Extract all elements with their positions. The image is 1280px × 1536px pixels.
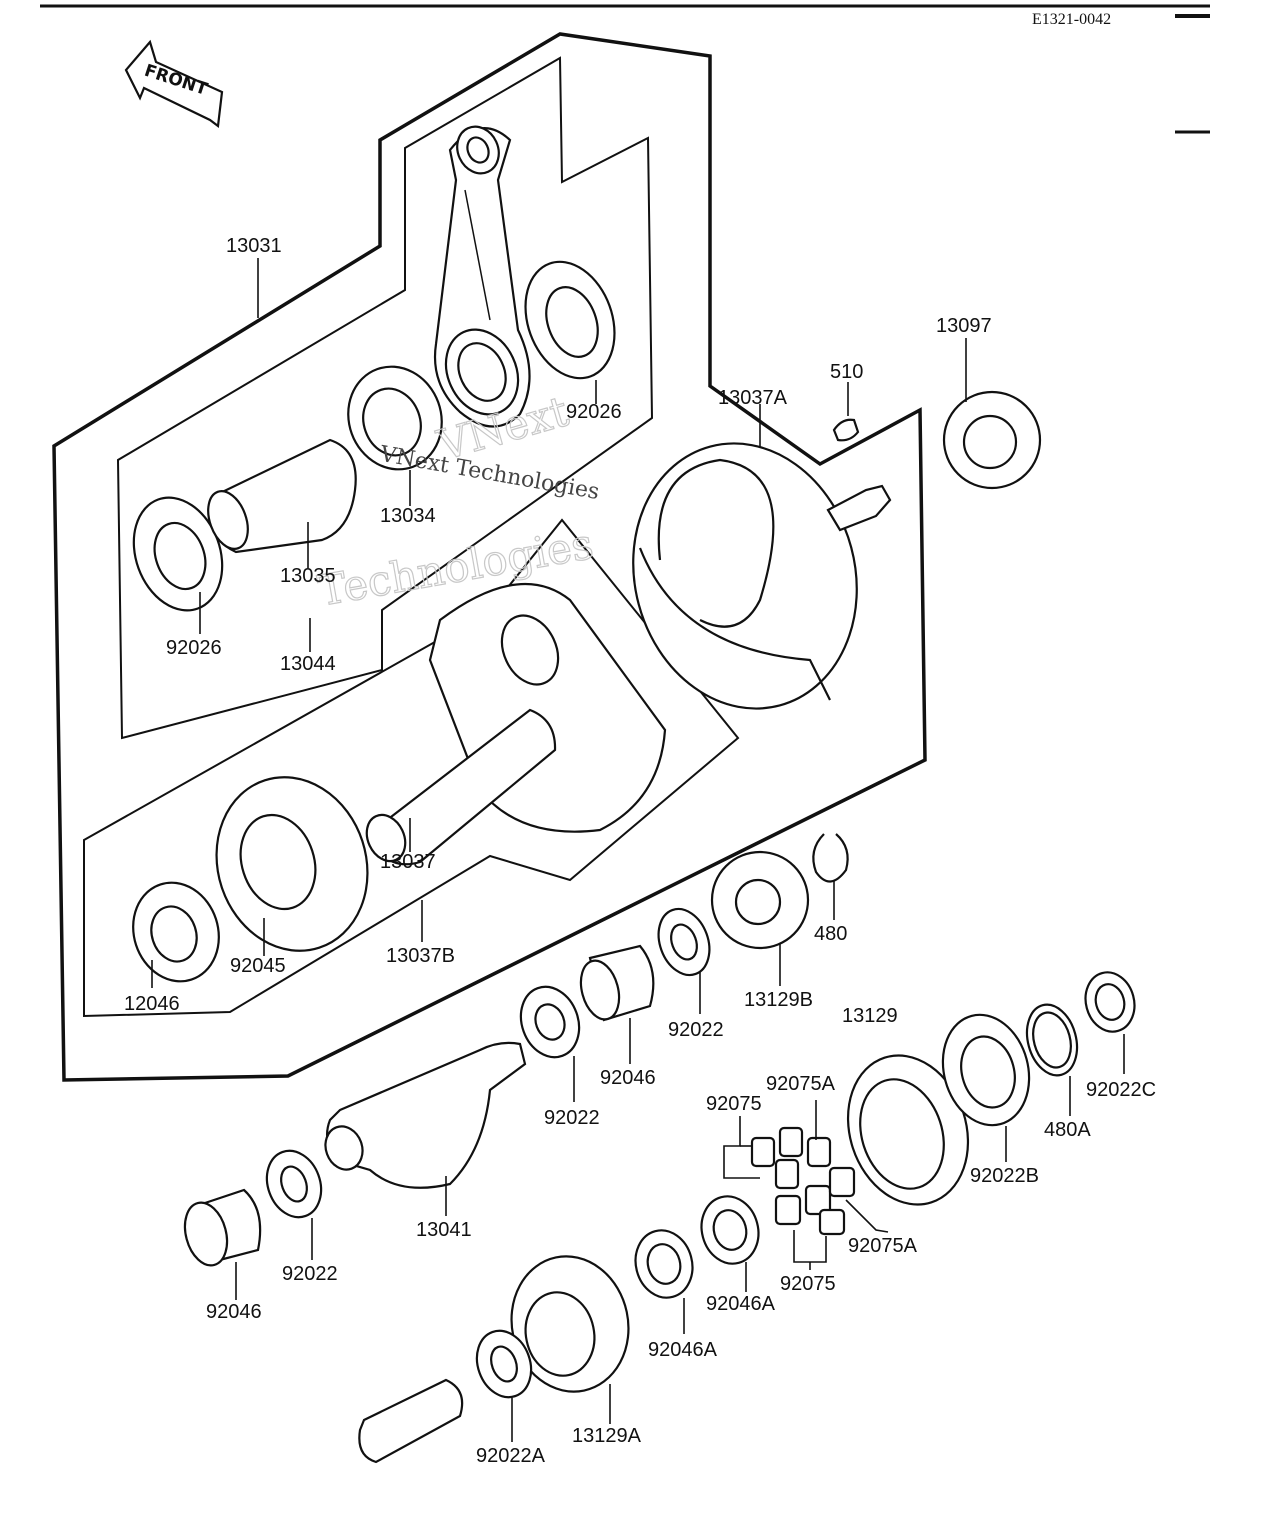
gear-12046: [132, 881, 220, 983]
part-label: 92046: [206, 1301, 262, 1323]
part-label: 92075A: [766, 1073, 836, 1095]
crankshaft-13037: [365, 582, 667, 866]
part-label: 13031: [226, 235, 282, 257]
part-label: 92022B: [970, 1165, 1039, 1187]
washer-92022B: [941, 1013, 1031, 1127]
part-label: 13041: [416, 1219, 472, 1241]
flywheel-half-13037A: [632, 442, 892, 710]
shaft-bottom: [358, 1378, 464, 1464]
sprocket-13097: [942, 390, 1042, 490]
part-label: 13035: [280, 565, 336, 587]
part-label: 12046: [124, 993, 180, 1015]
part-label: 13129A: [572, 1425, 642, 1447]
part-label: 13044: [280, 653, 336, 675]
part-label: 92022C: [1086, 1079, 1156, 1101]
damper-rubbers-lower: [774, 1166, 856, 1236]
needle-bearing-92046A-right: [700, 1195, 760, 1265]
part-labels: 13031 13097 510 13037A 92026 13034 13035…: [124, 235, 1156, 1467]
part-label: 92046: [600, 1067, 656, 1089]
gear-13129: [846, 1054, 970, 1206]
part-label: 13037B: [386, 945, 455, 967]
part-label: 92026: [166, 637, 222, 659]
thrust-washer-upper: [524, 260, 616, 380]
part-label: 92046A: [706, 1293, 776, 1315]
part-label: 13037A: [718, 387, 788, 409]
part-label: 510: [830, 361, 863, 383]
needle-bearing-13034: [347, 365, 443, 471]
part-label: 92022: [282, 1263, 338, 1285]
part-label: 13129B: [744, 989, 813, 1011]
key-510: [832, 418, 860, 442]
part-label: 92022A: [476, 1445, 546, 1467]
part-label: 92045: [230, 955, 286, 977]
part-label: 92026: [566, 401, 622, 423]
front-arrow-icon: FRONT: [124, 39, 224, 129]
part-label: 92075A: [848, 1235, 918, 1257]
crankshaft-frame: [83, 518, 740, 1018]
part-label: 92075: [780, 1273, 836, 1295]
washer-92022A: [475, 1329, 533, 1399]
circlip-480: [812, 833, 849, 883]
crankshaft-assembly-frame: [52, 32, 927, 1082]
needle-bearing-92046A-left: [634, 1229, 694, 1299]
con-rod-assembly-frame: [116, 56, 654, 740]
washer-92022C: [1084, 971, 1136, 1033]
crank-pin: [207, 438, 357, 554]
needle-bearing-92046-mid: [579, 944, 655, 1022]
part-label: 480: [814, 923, 847, 945]
damper-rubbers-upper: [750, 1126, 832, 1190]
washer-92022-lower: [265, 1149, 323, 1219]
leader-lines: [151, 258, 1125, 1442]
part-label: 13097: [936, 315, 992, 337]
washer-92022-top: [657, 907, 711, 977]
part-label: 92022: [544, 1107, 600, 1129]
circlip-480A: [1025, 1003, 1079, 1077]
ball-bearing-92045: [215, 776, 369, 952]
washer-92022-mid: [519, 985, 581, 1059]
part-label: 92075: [706, 1093, 762, 1115]
needle-bearing-92046-lower: [183, 1188, 262, 1267]
document-code: E1321-0042: [1032, 11, 1111, 28]
part-label: 92022: [668, 1019, 724, 1041]
balancer-shaft-13041: [324, 1041, 527, 1189]
gear-13129B: [710, 850, 810, 950]
connecting-rod: [434, 125, 531, 428]
part-label: 480A: [1044, 1119, 1091, 1141]
header-rules: [40, 4, 1210, 134]
part-label: 13037: [380, 851, 436, 873]
gear-13129A: [510, 1255, 630, 1393]
part-label: 13034: [380, 505, 436, 527]
part-label: 92046A: [648, 1339, 718, 1361]
part-label: 13129: [842, 1005, 898, 1027]
